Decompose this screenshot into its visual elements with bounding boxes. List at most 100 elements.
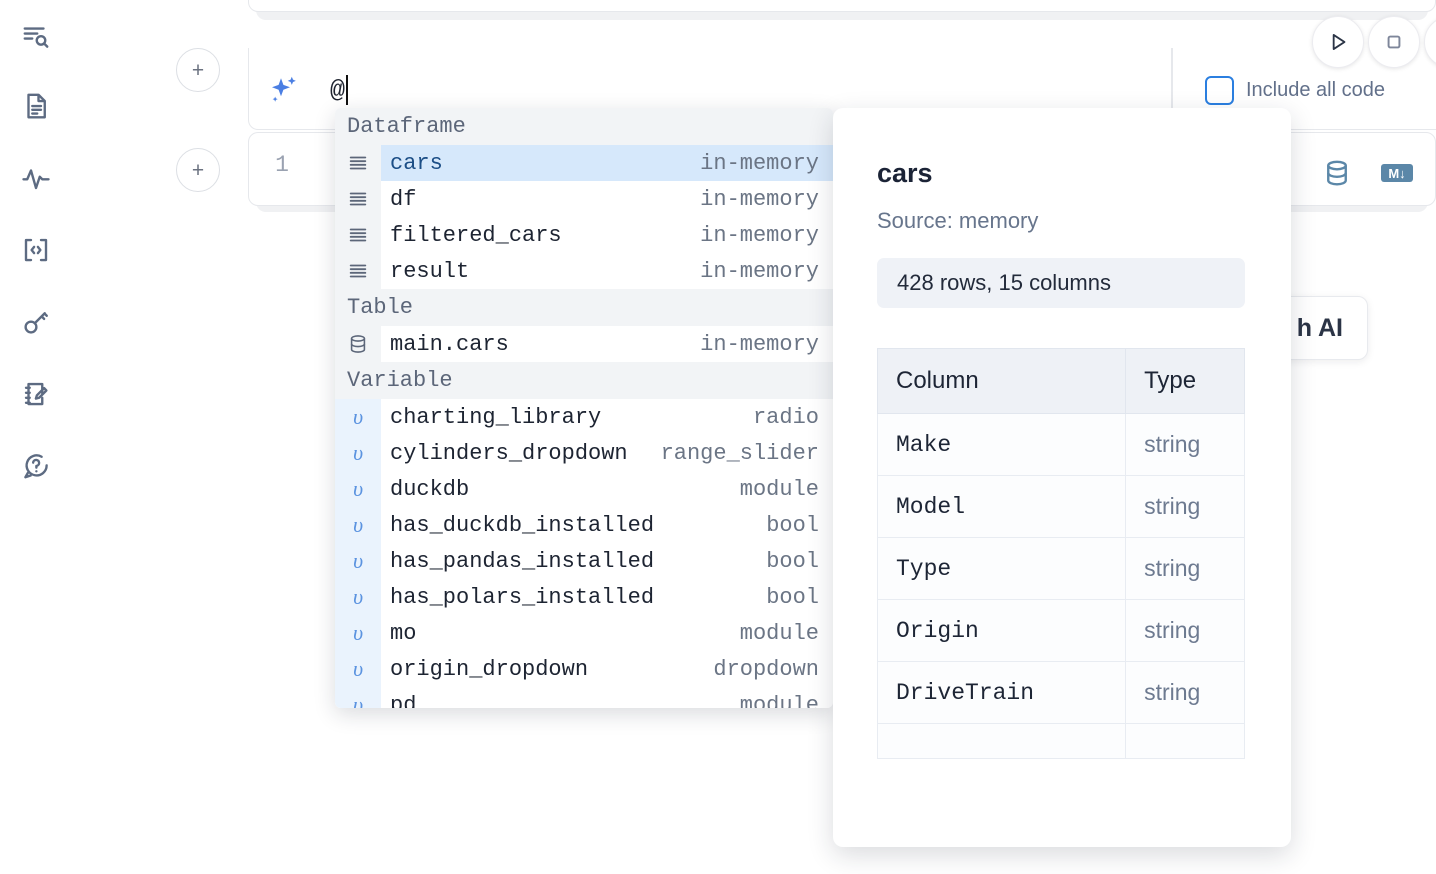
sidebar-item-scratchpad[interactable]	[14, 372, 58, 416]
include-all-code-row[interactable]: Include all code	[1205, 76, 1385, 105]
detail-table-header-cell: Type	[1125, 348, 1245, 414]
sidebar-item-secrets[interactable]	[14, 300, 58, 344]
scratchpad-edit-icon	[21, 379, 51, 409]
autocomplete-item-type: in-memory	[700, 222, 819, 248]
variable-icon: υ	[335, 435, 381, 471]
autocomplete-item-type: bool	[766, 512, 819, 538]
variable-icon: υ	[335, 579, 381, 615]
autocomplete-item-type: range_slider	[660, 440, 819, 466]
detail-column-type: string	[1125, 537, 1245, 600]
autocomplete-item[interactable]: υ has_pandas_installed bool	[335, 543, 833, 579]
variable-icon: υ	[335, 615, 381, 651]
dataframe-icon	[335, 181, 381, 217]
autocomplete-item-type: module	[739, 476, 819, 502]
autocomplete-group-header: Table	[335, 289, 833, 326]
sidebar-item-document[interactable]	[14, 84, 58, 128]
variable-icon: υ	[335, 543, 381, 579]
detail-column-name: Model	[876, 475, 1127, 538]
variable-icon: υ	[335, 399, 381, 435]
variable-icon: υ	[335, 471, 381, 507]
autocomplete-item-name: cars	[390, 150, 443, 176]
sidebar-item-code-snippets[interactable]	[14, 228, 58, 272]
sidebar-item-help[interactable]	[14, 444, 58, 488]
text-caret	[346, 75, 349, 105]
detail-column-name: DriveTrain	[876, 661, 1127, 724]
autocomplete-item-type: in-memory	[700, 331, 819, 357]
table-db-icon	[335, 326, 381, 362]
autocomplete-item-name: main.cars	[390, 331, 509, 357]
add-cell-button-bottom[interactable]: +	[176, 148, 220, 192]
detail-column-type: string	[1125, 413, 1245, 476]
autocomplete-item-name: df	[390, 186, 417, 212]
autocomplete-item[interactable]: cars in-memory	[335, 145, 833, 181]
autocomplete-group-header: Variable	[335, 362, 833, 399]
autocomplete-item-name: pd	[390, 692, 417, 709]
autocomplete-item[interactable]: υ has_duckdb_installed bool	[335, 507, 833, 543]
stop-button[interactable]	[1368, 16, 1420, 68]
run-button[interactable]	[1312, 16, 1364, 68]
include-all-code-checkbox[interactable]	[1205, 76, 1234, 105]
autocomplete-item-type: bool	[766, 584, 819, 610]
autocomplete-item[interactable]: result in-memory	[335, 253, 833, 289]
autocomplete-item-name: has_duckdb_installed	[390, 512, 655, 538]
plus-icon: +	[191, 158, 205, 182]
add-cell-button-top[interactable]: +	[176, 48, 220, 92]
plus-icon: +	[191, 58, 205, 82]
variable-icon: υ	[335, 651, 381, 687]
activity-icon	[21, 163, 51, 193]
include-all-code-label: Include all code	[1246, 79, 1385, 101]
autocomplete-item-name: charting_library	[390, 404, 602, 430]
detail-shape-badge: 428 rows, 15 columns	[877, 258, 1245, 308]
detail-column-name	[876, 723, 1127, 759]
detail-popover: cars Source: memory 428 rows, 15 columns…	[833, 108, 1291, 847]
detail-column-type	[1125, 723, 1245, 759]
cell-above-shadow	[256, 10, 1428, 20]
autocomplete-item-name: has_pandas_installed	[390, 548, 655, 574]
autocomplete-item-type: module	[739, 692, 819, 709]
detail-column-name: Make	[876, 413, 1127, 476]
cell-above	[248, 0, 1436, 12]
detail-table-header-cell: Column	[876, 348, 1127, 414]
variable-icon: υ	[335, 507, 381, 543]
autocomplete-item-type: dropdown	[713, 656, 819, 682]
autocomplete-item-type: in-memory	[700, 150, 819, 176]
ai-sparkle-icon	[266, 72, 302, 108]
svg-text:M↓: M↓	[1388, 166, 1405, 181]
markdown-icon[interactable]: M↓	[1380, 160, 1414, 191]
autocomplete-item[interactable]: main.cars in-memory	[335, 326, 833, 362]
autocomplete-item-type: in-memory	[700, 258, 819, 284]
code-cell-actions: M↓	[1322, 158, 1414, 193]
dataframe-icon	[335, 145, 381, 181]
ai-prompt-input[interactable]: @	[330, 66, 1160, 114]
database-icon[interactable]	[1322, 158, 1352, 193]
sidebar-item-explore-search[interactable]	[14, 14, 58, 58]
autocomplete-group-header: Dataframe	[335, 108, 833, 145]
autocomplete-item-type: module	[739, 620, 819, 646]
sidebar-item-activity[interactable]	[14, 156, 58, 200]
detail-title: cars	[877, 158, 933, 188]
dataframe-icon	[335, 253, 381, 289]
autocomplete-item-name: result	[390, 258, 470, 284]
ai-prompt-value: @	[330, 75, 346, 105]
autocomplete-item-type: bool	[766, 548, 819, 574]
help-chat-icon	[21, 451, 51, 481]
line-number: 1	[275, 152, 289, 178]
